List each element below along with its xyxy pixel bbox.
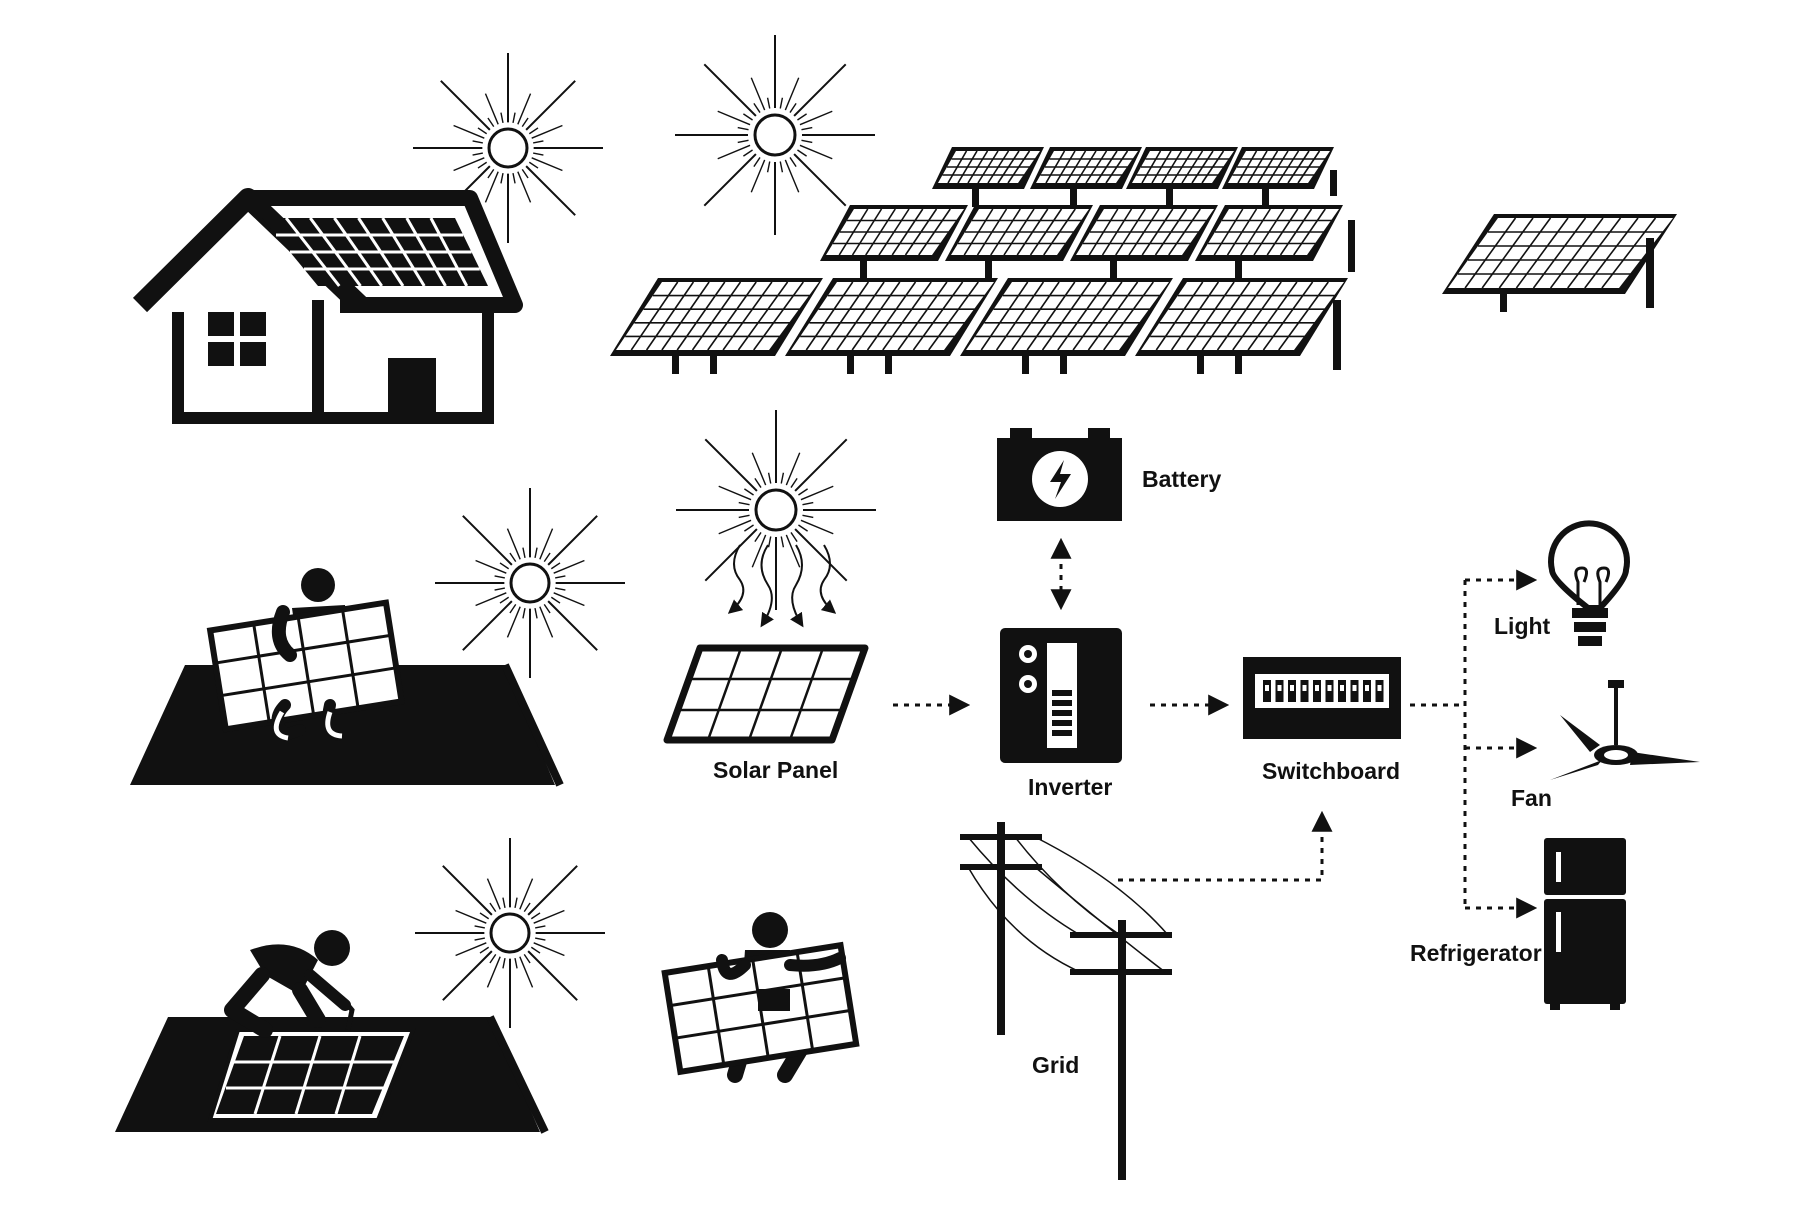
- switchboard-label: Switchboard: [1262, 758, 1400, 784]
- solar-farm-panel: [945, 205, 1093, 279]
- inverter-icon: [1000, 628, 1122, 763]
- grid-to-switchboard-arrow: [1118, 810, 1333, 882]
- light-label: Light: [1494, 613, 1551, 639]
- refrigerator-label: Refrigerator: [1410, 940, 1542, 966]
- window-icon: [208, 312, 266, 366]
- solar-farm-panel: [1442, 214, 1677, 312]
- light-bulb-icon: [1548, 520, 1630, 646]
- solar-farm-panel: [785, 278, 998, 374]
- sun-icon: [415, 838, 605, 1028]
- refrigerator-icon: [1544, 838, 1626, 1010]
- ceiling-fan-icon: [1550, 680, 1700, 780]
- switchboard-icon: [1243, 657, 1401, 739]
- solar-farm-panel: [960, 278, 1173, 374]
- door-icon: [388, 358, 436, 418]
- grid-label: Grid: [1032, 1052, 1079, 1078]
- suns-group: [413, 35, 876, 1028]
- inverter-label: Inverter: [1028, 774, 1112, 800]
- solar-panel-label: Solar Panel: [713, 757, 838, 783]
- worker-drilling-panel-roof-icon: [115, 930, 549, 1134]
- solar-farm-panel: [820, 205, 968, 279]
- solar-farm-panel: [1070, 205, 1218, 279]
- sun-icon: [676, 410, 876, 610]
- solar-farm-panel: [610, 278, 823, 374]
- solar-farm-panel: [1030, 147, 1142, 207]
- solar-farm-panel: [1135, 278, 1348, 374]
- solar-farm-panel: [1126, 147, 1238, 207]
- flow-arrows: [893, 537, 1538, 919]
- solar-farm-panel: [1195, 205, 1343, 279]
- solar-panel-icon: [663, 644, 869, 744]
- solar-farm-panel: [1222, 147, 1334, 207]
- sun-icon: [435, 488, 625, 678]
- sun-icon: [675, 35, 875, 235]
- battery-icon: [997, 428, 1122, 521]
- heat-waves-icon: [727, 544, 837, 628]
- fan-label: Fan: [1511, 785, 1552, 811]
- power-grid-icon: [960, 822, 1172, 1180]
- house-with-solar-roof-icon: [132, 188, 523, 424]
- roof-solar-panel-icon: [262, 217, 488, 287]
- worker-installing-panel-roof-icon: [130, 568, 564, 787]
- sun-icon: [413, 53, 603, 243]
- battery-label: Battery: [1142, 466, 1221, 492]
- solar-farm-panel: [932, 147, 1044, 207]
- solar-farm-icon: [610, 147, 1677, 374]
- worker-carrying-panel-icon: [661, 912, 860, 1083]
